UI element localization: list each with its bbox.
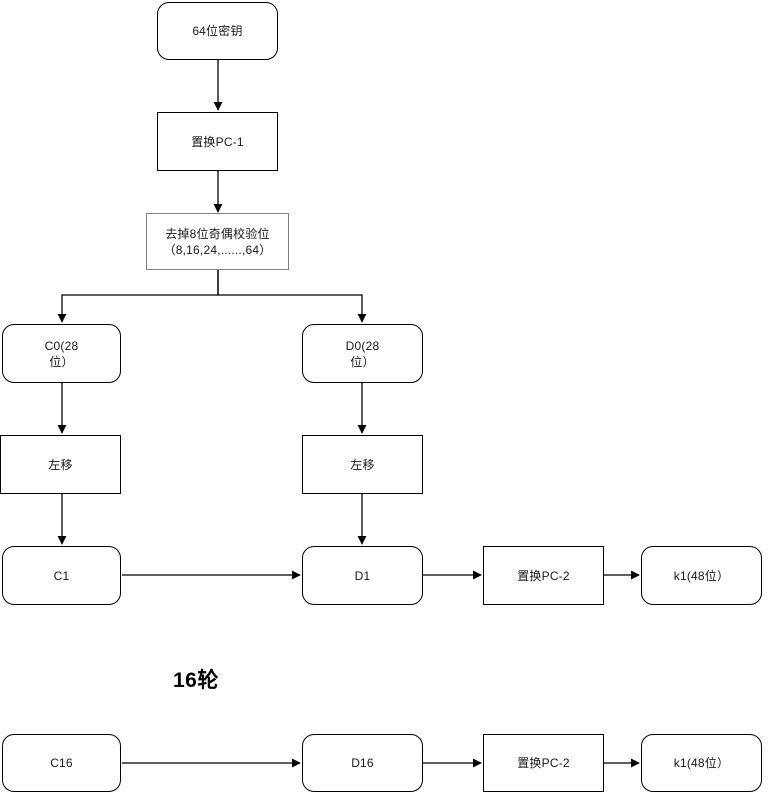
rounds-title: 16轮 <box>173 669 219 692</box>
edge-strip-to-c0 <box>57 270 219 323</box>
node-shift-left-c-label: 左移 <box>48 457 73 472</box>
node-c1[interactable]: C1 <box>2 546 121 605</box>
node-k1-top[interactable]: k1(48位） <box>641 546 762 605</box>
node-d0[interactable]: D0(28 位） <box>302 324 423 383</box>
node-strip-parity-bits[interactable]: 去掉8位奇偶校验位 （8,16,24,......,64） <box>146 213 289 270</box>
node-permutation-pc2-bottom-label: 置换PC-2 <box>517 756 570 770</box>
node-strip-parity-bits-label: 去掉8位奇偶校验位 （8,16,24,......,64） <box>163 226 272 257</box>
node-k1-bottom[interactable]: k1(48位） <box>641 734 762 792</box>
node-c16[interactable]: C16 <box>2 734 121 792</box>
node-shift-left-c[interactable]: 左移 <box>0 435 121 494</box>
node-permutation-pc1[interactable]: 置换PC-1 <box>157 112 278 171</box>
node-d16-label: D16 <box>351 756 374 770</box>
node-shift-left-d[interactable]: 左移 <box>302 435 423 494</box>
node-c16-label: C16 <box>50 756 73 770</box>
node-d16[interactable]: D16 <box>302 734 423 792</box>
node-c0[interactable]: C0(28 位） <box>2 324 121 383</box>
node-k1-bottom-label: k1(48位） <box>673 756 730 770</box>
node-permutation-pc2-bottom[interactable]: 置换PC-2 <box>483 734 604 792</box>
edge-strip-to-d0 <box>217 270 367 323</box>
node-64bit-key[interactable]: 64位密钥 <box>157 2 278 60</box>
node-c1-label: C1 <box>53 568 70 583</box>
node-64bit-key-label: 64位密钥 <box>192 24 243 38</box>
node-d0-label: D0(28 位） <box>345 338 380 369</box>
node-permutation-pc2-top-label: 置换PC-2 <box>517 568 570 583</box>
node-shift-left-d-label: 左移 <box>350 457 375 472</box>
node-d1-label: D1 <box>354 568 371 583</box>
node-d1[interactable]: D1 <box>302 546 423 605</box>
node-permutation-pc1-label: 置换PC-1 <box>191 134 244 149</box>
node-c0-label: C0(28 位） <box>44 338 79 369</box>
node-permutation-pc2-top[interactable]: 置换PC-2 <box>483 546 604 605</box>
node-k1-top-label: k1(48位） <box>673 568 730 583</box>
